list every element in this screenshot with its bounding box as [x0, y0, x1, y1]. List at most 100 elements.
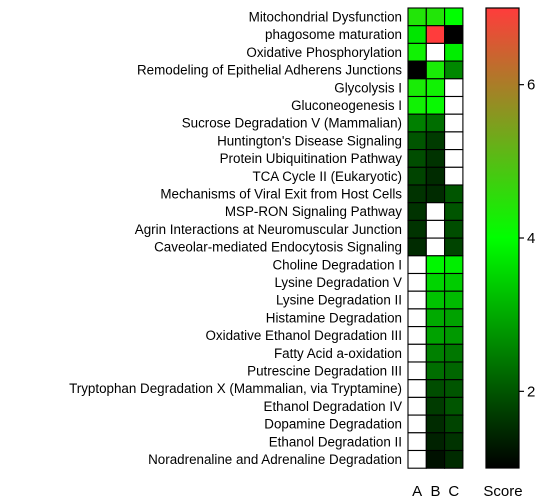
- heatmap-cell: [407, 396, 427, 416]
- heatmap-cell: [425, 343, 446, 363]
- heatmap-cell: [425, 308, 446, 328]
- row-label: Agrin Interactions at Neuromuscular Junc…: [135, 222, 402, 237]
- row-labels: Mitochondrial Dysfunction phagosome matur…: [69, 9, 402, 467]
- heatmap-cell: [407, 131, 427, 151]
- heatmap-cell: [425, 326, 446, 345]
- row-label: Histamine Degradation: [266, 310, 402, 325]
- heatmap-cell: [444, 60, 464, 80]
- heatmap-cell: [444, 255, 464, 275]
- heatmap-cell: [444, 272, 464, 292]
- row-label: Putrescine Degradation III: [247, 363, 402, 378]
- heatmap-cell: [407, 414, 427, 434]
- heatmap-cell: [425, 25, 446, 44]
- heatmap-cell: [407, 7, 427, 27]
- heatmap-cell: [425, 361, 446, 381]
- heatmap-cell: [425, 237, 446, 257]
- heatmap-cell: [425, 131, 446, 151]
- row-label: Remodeling of Epithelial Adherens Juncti…: [137, 63, 402, 78]
- row-label: Protein Ubiquitination Pathway: [220, 151, 403, 166]
- colorbar-tick-label: 6: [527, 77, 535, 94]
- heatmap-cell: [407, 449, 427, 469]
- heatmap-cell: [425, 184, 446, 204]
- heatmap-cell: [425, 78, 446, 98]
- heatmap-cell: [444, 149, 464, 168]
- row-label: Fatty Acid a-oxidation: [274, 346, 402, 361]
- heatmap-cell: [425, 432, 446, 452]
- colorbar-gradient: [485, 7, 520, 469]
- heatmap-cell: [425, 95, 446, 115]
- heatmap-cell: [407, 290, 427, 310]
- heatmap-cell: [444, 414, 464, 434]
- heatmap-cell: [407, 255, 427, 275]
- heatmap-cell: [425, 379, 446, 398]
- heatmap-cell: [407, 343, 427, 363]
- heatmap-cell: [407, 78, 427, 98]
- colorbar: [485, 7, 520, 469]
- row-label: Lysine Degradation V: [274, 275, 402, 290]
- row-label: Caveolar-mediated Endocytosis Signaling: [154, 240, 402, 255]
- heatmap-cell: [444, 184, 464, 204]
- heatmap-cell: [444, 202, 464, 221]
- heatmap-cell: [444, 326, 464, 345]
- row-label: Choline Degradation I: [272, 257, 402, 272]
- heatmap-cell: [407, 202, 427, 221]
- heatmap-cell: [407, 237, 427, 257]
- column-label: A: [412, 483, 422, 500]
- row-label: phagosome maturation: [265, 27, 402, 42]
- heatmap-cell: [407, 113, 427, 133]
- heatmap-cell: [444, 449, 464, 469]
- heatmap-cell: [425, 202, 446, 221]
- row-label: Gluconeogenesis I: [291, 98, 402, 113]
- heatmap-cell: [407, 219, 427, 239]
- heatmap-cell: [444, 113, 464, 133]
- heatmap-cell: [444, 308, 464, 328]
- heatmap-cell: [444, 219, 464, 239]
- heatmap-cell: [407, 184, 427, 204]
- heatmap-cell: [444, 25, 464, 44]
- heatmap-cell: [444, 237, 464, 257]
- heatmap-cell: [444, 290, 464, 310]
- heatmap-cell: [425, 149, 446, 168]
- heatmap-cell: [444, 343, 464, 363]
- heatmap-cell: [407, 379, 427, 398]
- heatmap-cell: [425, 449, 446, 469]
- heatmap-cell: [444, 78, 464, 98]
- heatmap-cell: [407, 361, 427, 381]
- row-label: Mechanisms of Viral Exit from Host Cells: [160, 186, 402, 201]
- heatmap-cell: [425, 113, 446, 133]
- heatmap-cell: [425, 290, 446, 310]
- heatmap-cell: [425, 42, 446, 62]
- heatmap-cell: [444, 379, 464, 398]
- heatmap-cell: [407, 25, 427, 44]
- colorbar-label: Score: [483, 483, 522, 500]
- heatmap-cell: [444, 7, 464, 27]
- row-label: Tryptophan Degradation X (Mammalian, via…: [69, 381, 402, 396]
- row-label: MSP-RON Signaling Pathway: [225, 204, 402, 219]
- column-label: C: [448, 483, 459, 500]
- row-label: Glycolysis I: [334, 80, 402, 95]
- heatmap-cell: [407, 272, 427, 292]
- heatmap-cell: [407, 432, 427, 452]
- heatmap-cell: [425, 255, 446, 275]
- heatmap-cell: [407, 60, 427, 80]
- colorbar-ticks: 2 4 6: [519, 77, 535, 400]
- heatmap-cell: [425, 414, 446, 434]
- heatmap-cell: [425, 60, 446, 80]
- row-label: Oxidative Phosphorylation: [246, 45, 402, 60]
- column-label: B: [430, 483, 440, 500]
- heatmap-cell: [425, 272, 446, 292]
- heatmap-cell: [444, 42, 464, 62]
- row-label: Mitochondrial Dysfunction: [249, 9, 402, 24]
- row-label: Noradrenaline and Adrenaline Degradation: [148, 452, 402, 467]
- heatmap-cell: [444, 432, 464, 452]
- row-label: Huntington's Disease Signaling: [217, 133, 402, 148]
- row-label: Sucrose Degradation V (Mammalian): [182, 116, 402, 131]
- colorbar-tick-label: 2: [527, 383, 535, 400]
- heatmap-cell: [407, 326, 427, 345]
- heatmap-cell: [407, 42, 427, 62]
- colorbar-tick-label: 4: [527, 230, 535, 247]
- heatmap-cell: [425, 219, 446, 239]
- row-label: Dopamine Degradation: [264, 417, 402, 432]
- heatmap-cell: [407, 149, 427, 168]
